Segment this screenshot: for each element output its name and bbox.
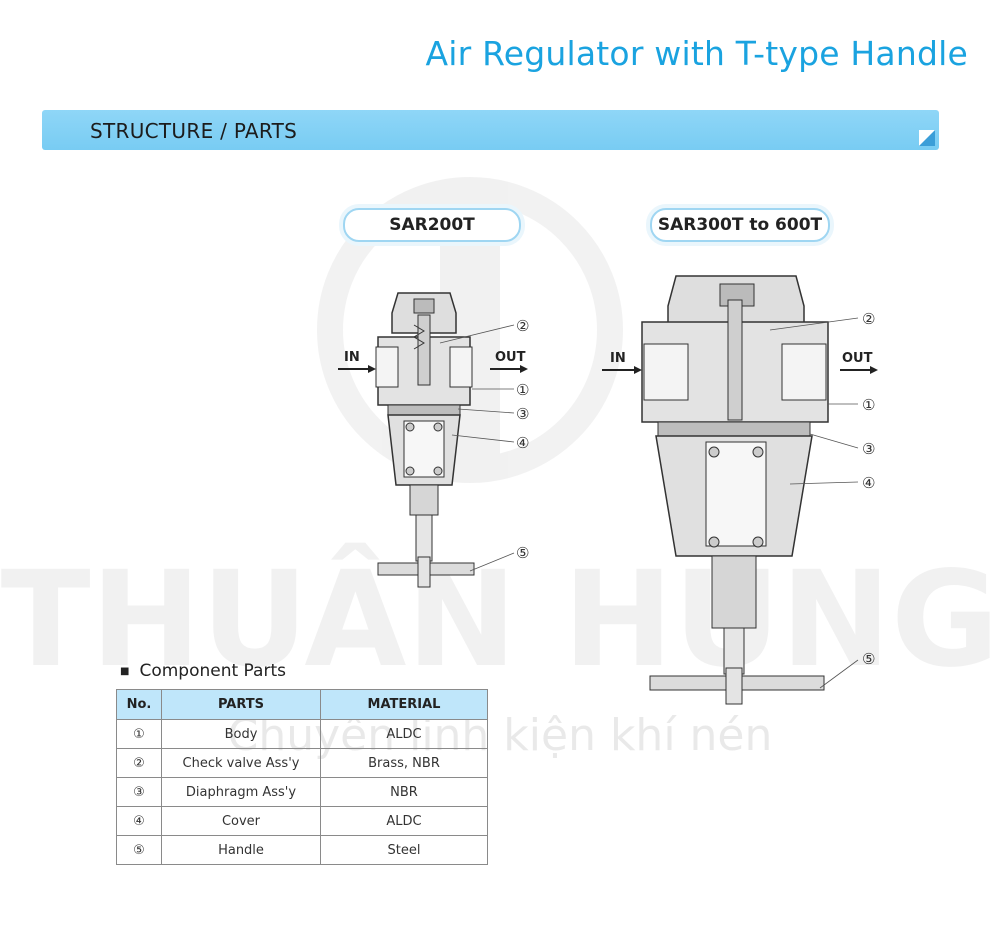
column-header-material: MATERIAL [320, 689, 488, 720]
in-label-2: IN [610, 351, 626, 366]
model-label-sar200t: SAR200T [343, 208, 521, 242]
cell-material: ALDC [320, 806, 488, 836]
cell-no: ③ [116, 777, 162, 807]
out-label: OUT [495, 350, 526, 365]
page-title: Air Regulator with T-type Handle [425, 34, 968, 73]
out-label-2: OUT [842, 351, 873, 366]
cell-material: ALDC [320, 719, 488, 749]
bullet-icon: ■ [120, 665, 130, 677]
in-label: IN [344, 350, 360, 365]
corner-triangle-icon [919, 130, 935, 146]
cell-part: Body [161, 719, 321, 749]
diagram-sar300t-600t: IN OUT ② ① ③ ④ ⑤ [602, 275, 878, 705]
table-row: ② Check valve Ass'y Brass, NBR [116, 748, 488, 778]
callout-1: ① [516, 381, 529, 399]
table-row: ⑤ Handle Steel [116, 835, 488, 865]
cell-no: ① [116, 719, 162, 749]
component-parts-table: No. PARTS MATERIAL ① Body ALDC ② Check v… [116, 689, 488, 865]
table-row: ① Body ALDC [116, 719, 488, 749]
cell-part: Cover [161, 806, 321, 836]
callout-5: ⑤ [516, 544, 529, 562]
callout-3b: ③ [862, 440, 875, 458]
cell-no: ② [116, 748, 162, 778]
out-arrow-icon [520, 365, 528, 373]
table-row: ③ Diaphragm Ass'y NBR [116, 777, 488, 807]
cell-part: Handle [161, 835, 321, 865]
callout-4b: ④ [862, 474, 875, 492]
diagram-sar200t: IN OUT ② ① ③ ④ ⑤ [338, 292, 529, 588]
component-parts-title: Component Parts [139, 661, 286, 681]
column-header-parts: PARTS [161, 689, 321, 720]
callout-3: ③ [516, 405, 529, 423]
cell-material: Brass, NBR [320, 748, 488, 778]
table-header-row: No. PARTS MATERIAL [116, 689, 488, 720]
column-header-no: No. [116, 689, 162, 720]
in-arrow-icon-2 [634, 366, 642, 374]
in-arrow-icon [368, 365, 376, 373]
callout-2: ② [516, 317, 529, 335]
cell-material: NBR [320, 777, 488, 807]
cell-no: ⑤ [116, 835, 162, 865]
cell-no: ④ [116, 806, 162, 836]
callout-2b: ② [862, 310, 875, 328]
cell-material: Steel [320, 835, 488, 865]
callout-4: ④ [516, 434, 529, 452]
cell-part: Diaphragm Ass'y [161, 777, 321, 807]
callout-5b: ⑤ [862, 650, 875, 668]
section-title: STRUCTURE / PARTS [90, 119, 298, 143]
section-header-bar: STRUCTURE / PARTS [42, 110, 939, 150]
cell-part: Check valve Ass'y [161, 748, 321, 778]
out-arrow-icon-2 [870, 366, 878, 374]
callout-1b: ① [862, 396, 875, 414]
model-label-sar300t-600t: SAR300T to 600T [650, 208, 830, 242]
table-row: ④ Cover ALDC [116, 806, 488, 836]
component-parts-heading: ■ Component Parts [120, 661, 286, 681]
